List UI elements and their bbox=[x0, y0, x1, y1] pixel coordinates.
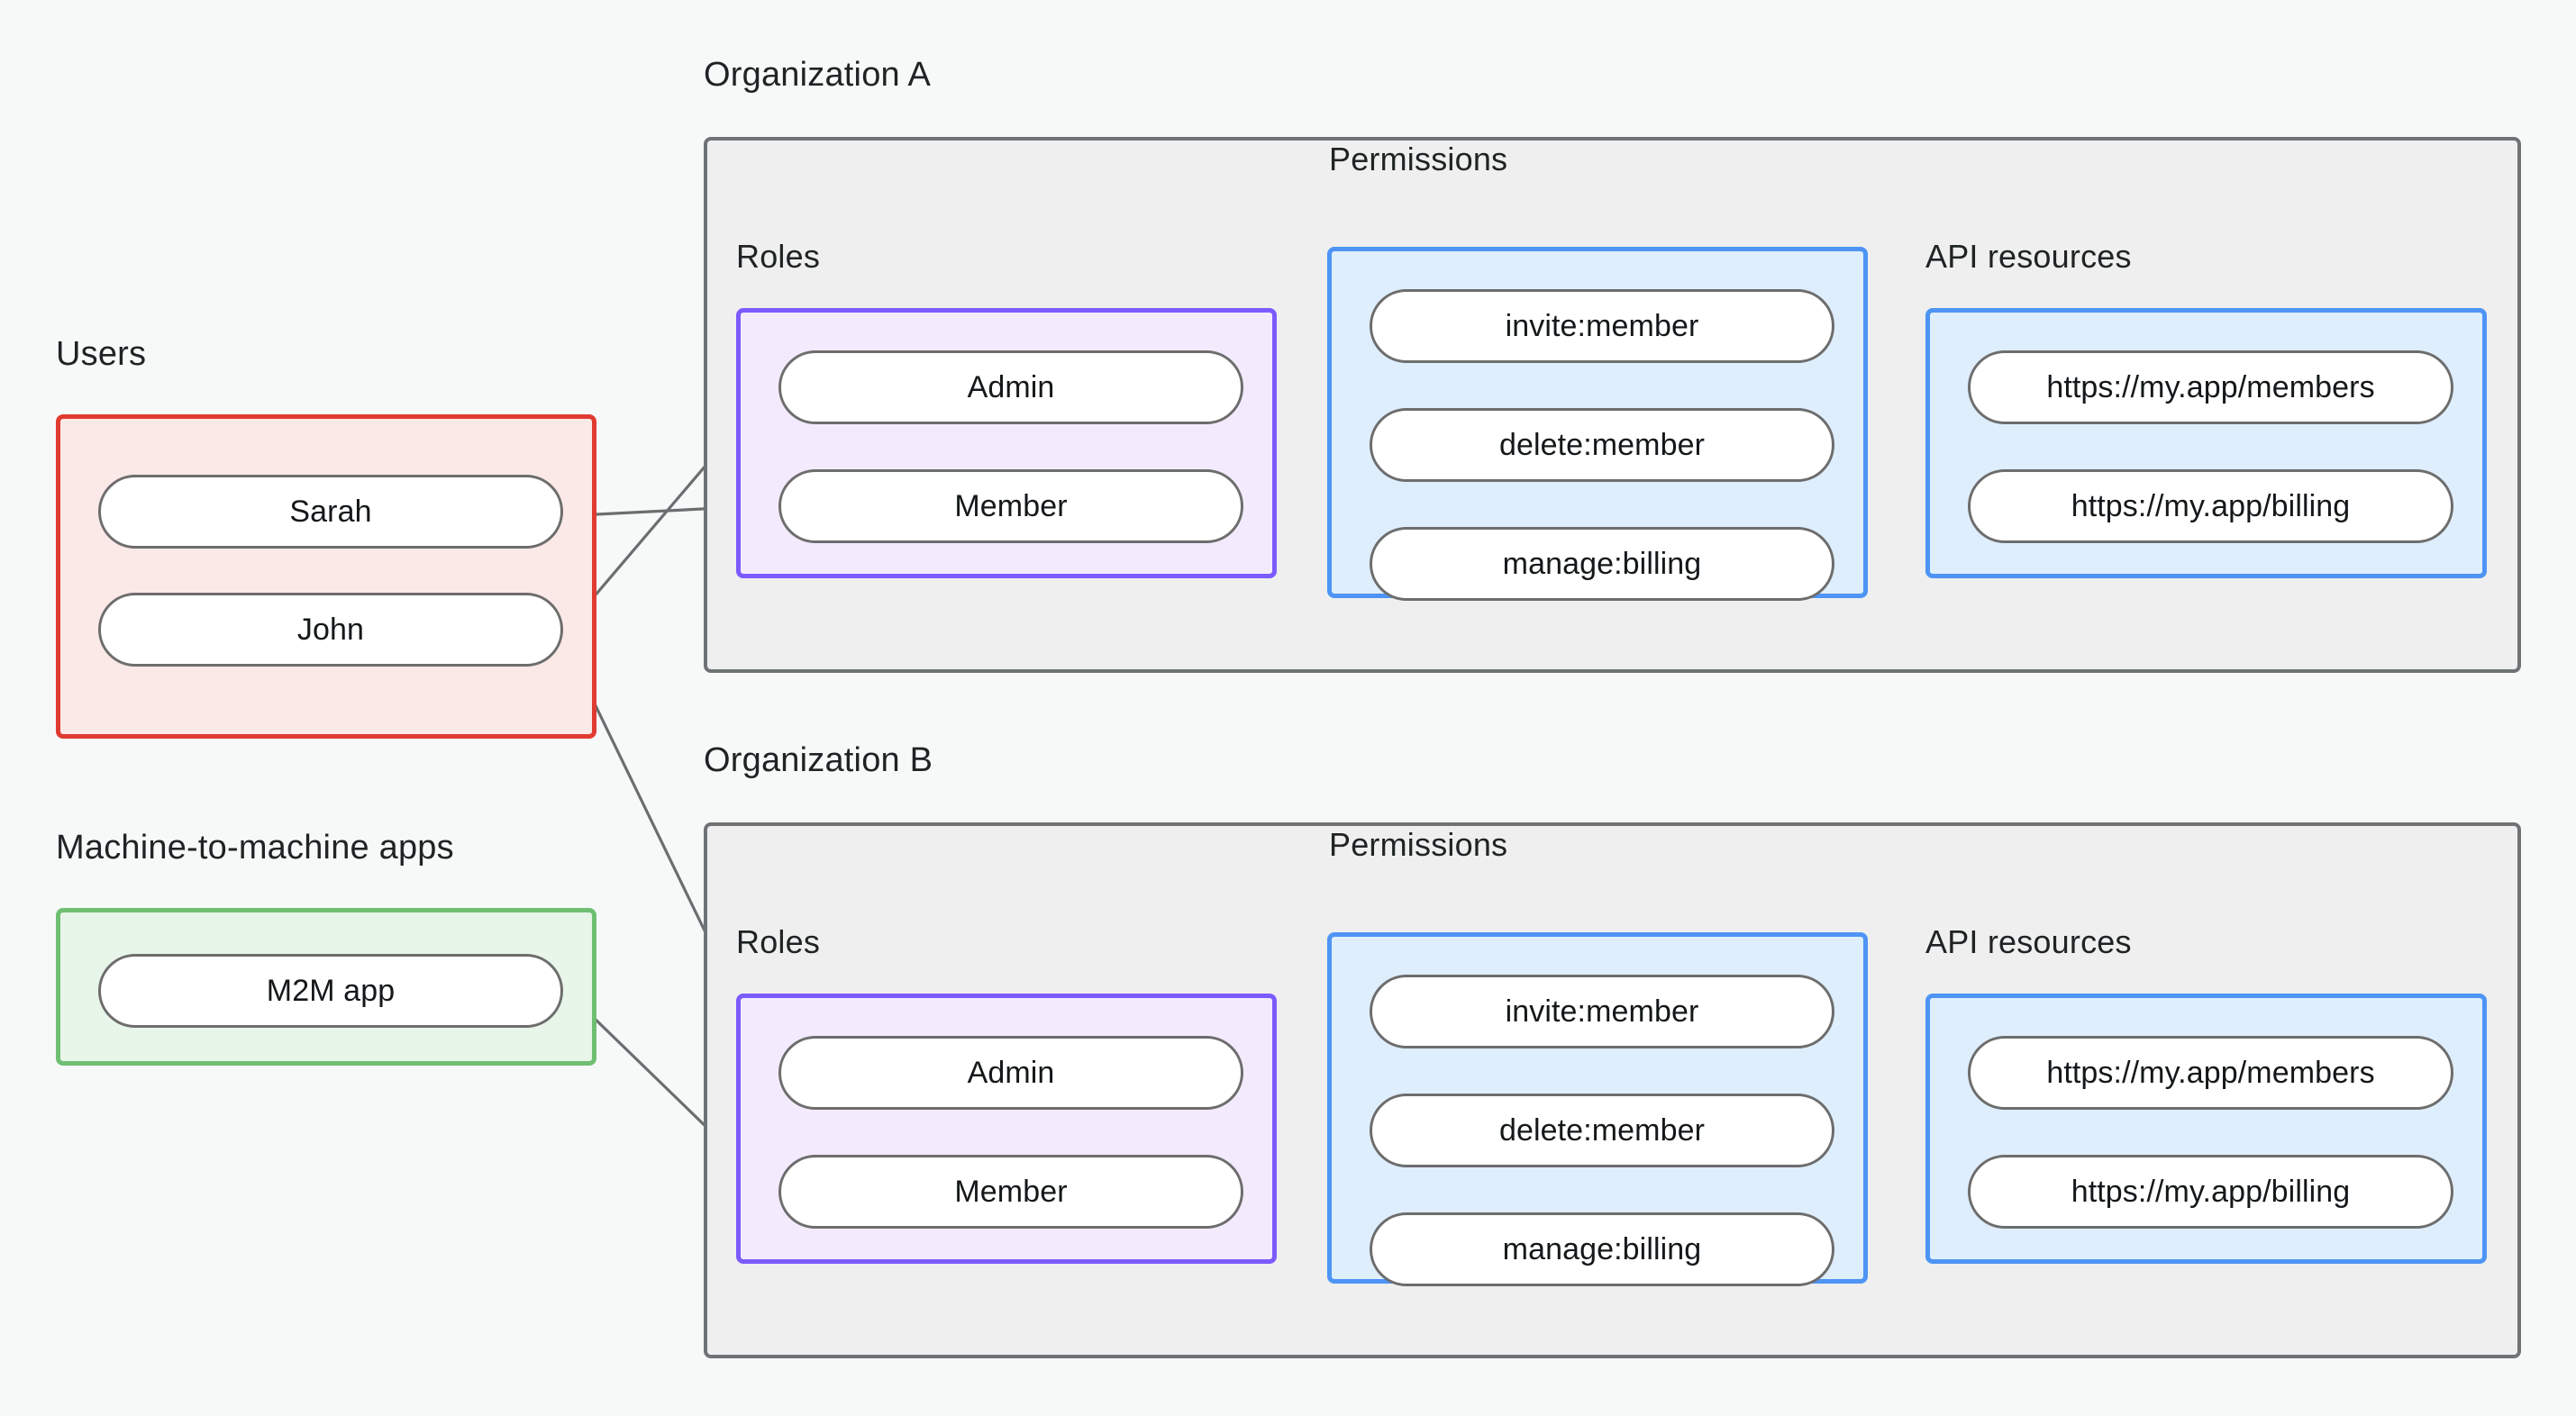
org-b-roles-group: Admin Member bbox=[736, 994, 1277, 1264]
org-b-permission-pill-billing[interactable]: manage:billing bbox=[1370, 1212, 1834, 1286]
org-b-api-pill-members[interactable]: https://my.app/members bbox=[1968, 1036, 2453, 1110]
org-b-api-caption: API resources bbox=[1925, 923, 2132, 960]
org-a-api-group: https://my.app/members https://my.app/bi… bbox=[1925, 308, 2487, 578]
user-pill-john[interactable]: John bbox=[98, 593, 563, 667]
org-a-roles-caption: Roles bbox=[736, 238, 821, 275]
org-a-permission-pill-billing[interactable]: manage:billing bbox=[1370, 527, 1834, 601]
org-a-permission-pill-invite[interactable]: invite:member bbox=[1370, 289, 1834, 363]
user-pill-sarah[interactable]: Sarah bbox=[98, 475, 563, 549]
org-a-container: Roles Admin Member Permissions invite:me… bbox=[704, 137, 2521, 673]
users-caption: Users bbox=[56, 335, 147, 373]
org-a-permissions-group: invite:member delete:member manage:billi… bbox=[1327, 247, 1868, 601]
org-b-container: Roles Admin Member Permissions invite:me… bbox=[704, 822, 2521, 1358]
org-b-permissions-caption: Permissions bbox=[1329, 826, 1508, 863]
org-a-role-pill-member[interactable]: Member bbox=[778, 469, 1243, 543]
org-a-api-pill-members[interactable]: https://my.app/members bbox=[1968, 350, 2453, 424]
org-b-caption: Organization B bbox=[704, 741, 933, 779]
m2m-caption: Machine-to-machine apps bbox=[56, 829, 454, 867]
org-b-permission-pill-invite[interactable]: invite:member bbox=[1370, 975, 1834, 1048]
org-b-roles-caption: Roles bbox=[736, 923, 821, 960]
org-a-caption: Organization A bbox=[704, 56, 932, 94]
m2m-pill-app[interactable]: M2M app bbox=[98, 954, 563, 1028]
org-b-api-pill-billing[interactable]: https://my.app/billing bbox=[1968, 1155, 2453, 1229]
org-a-api-caption: API resources bbox=[1925, 238, 2132, 275]
machine-apps-group: M2M app bbox=[56, 908, 596, 1066]
org-a-api-pill-billing[interactable]: https://my.app/billing bbox=[1968, 469, 2453, 543]
org-a-permissions-caption: Permissions bbox=[1329, 141, 1508, 177]
users-group: Sarah John bbox=[56, 414, 596, 739]
org-b-role-pill-admin[interactable]: Admin bbox=[778, 1036, 1243, 1110]
org-b-api-group: https://my.app/members https://my.app/bi… bbox=[1925, 994, 2487, 1264]
org-a-role-pill-admin[interactable]: Admin bbox=[778, 350, 1243, 424]
org-a-roles-group: Admin Member bbox=[736, 308, 1277, 578]
org-a-permission-pill-delete[interactable]: delete:member bbox=[1370, 408, 1834, 482]
org-b-role-pill-member[interactable]: Member bbox=[778, 1155, 1243, 1229]
org-b-permissions-group: invite:member delete:member manage:billi… bbox=[1327, 932, 1868, 1286]
org-b-permission-pill-delete[interactable]: delete:member bbox=[1370, 1094, 1834, 1167]
